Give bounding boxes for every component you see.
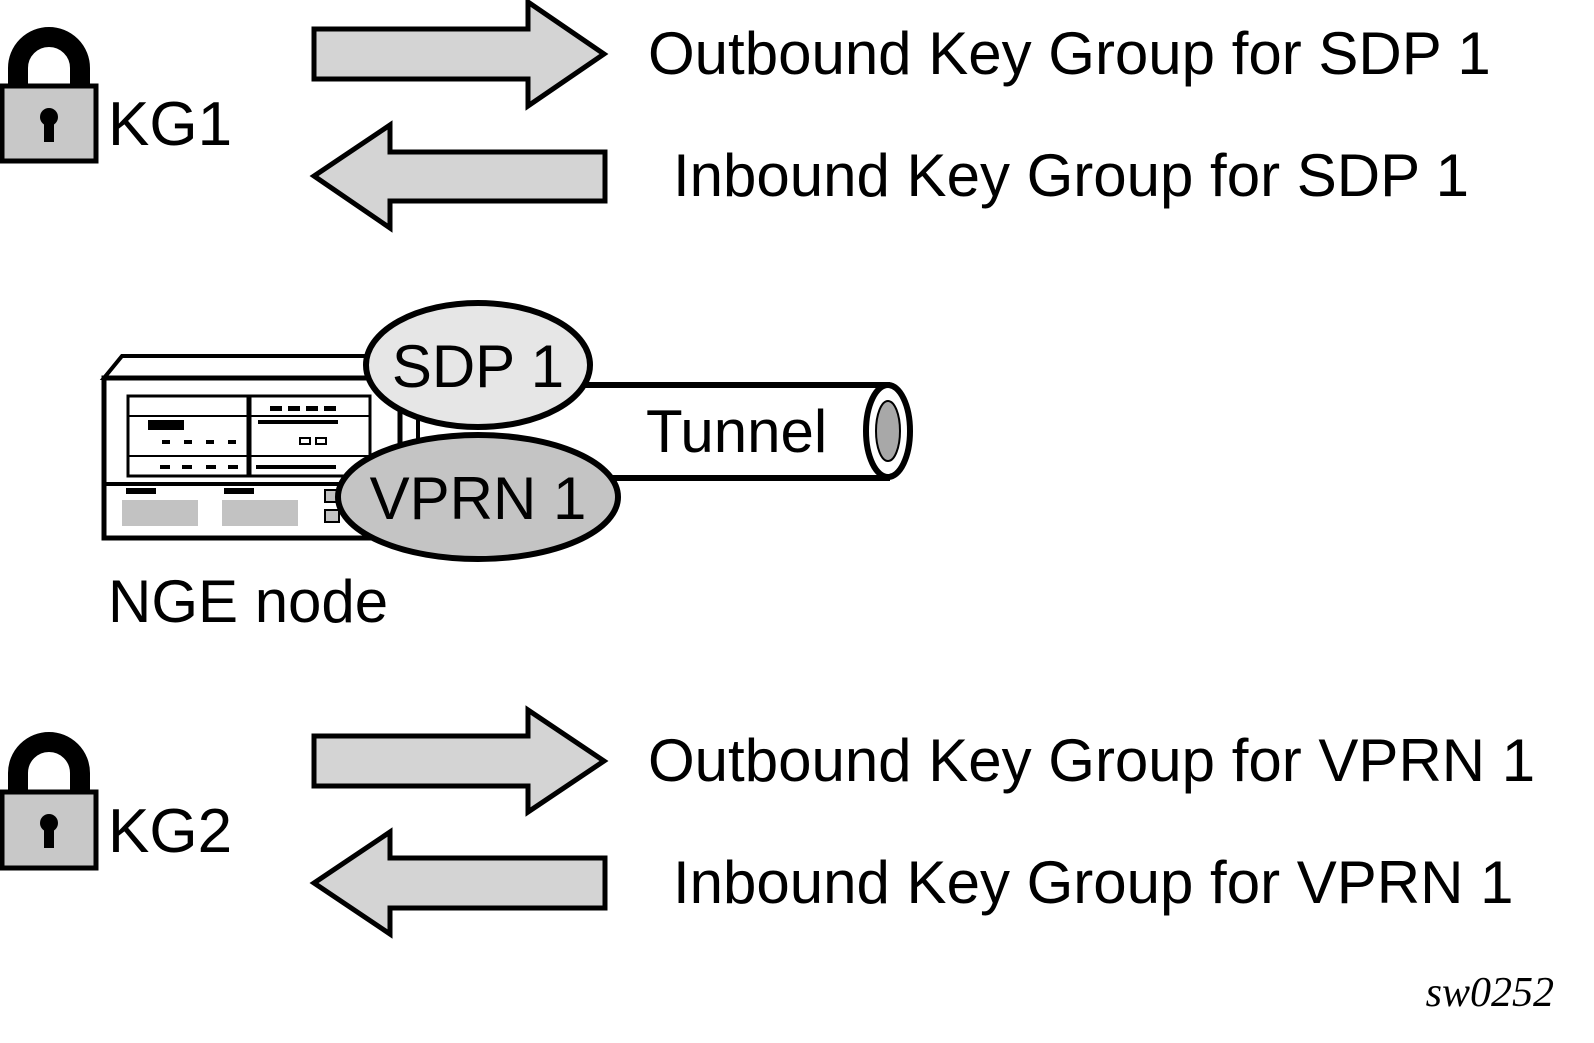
tunnel-label: Tunnel: [646, 398, 827, 465]
nge-node-label: NGE node: [108, 568, 388, 635]
kg2-inbound-text: Inbound Key Group for VPRN 1: [673, 849, 1513, 916]
arrow-left-icon: [309, 120, 608, 233]
sdp-ellipse: [363, 300, 593, 430]
kg1-outbound-text: Outbound Key Group for SDP 1: [648, 20, 1491, 87]
vprn-ellipse: [335, 432, 621, 562]
sdp-label: SDP 1: [392, 333, 564, 400]
kg1-inbound-text: Inbound Key Group for SDP 1: [673, 142, 1469, 209]
figure-reference: sw0252: [1426, 970, 1554, 1016]
arrow-right-icon: [311, 0, 609, 111]
tunnel-pipe: [560, 382, 913, 481]
arrow-right-icon: [311, 705, 609, 817]
lock-icon: [0, 27, 99, 164]
kg2-outbound-text: Outbound Key Group for VPRN 1: [648, 727, 1535, 794]
lock-icon: [0, 732, 99, 871]
arrow-left-icon: [309, 827, 608, 939]
router-device-icon: [99, 350, 423, 544]
kg1-label: KG1: [108, 90, 232, 159]
kg2-label: KG2: [108, 797, 232, 866]
vprn-label: VPRN 1: [370, 465, 587, 532]
